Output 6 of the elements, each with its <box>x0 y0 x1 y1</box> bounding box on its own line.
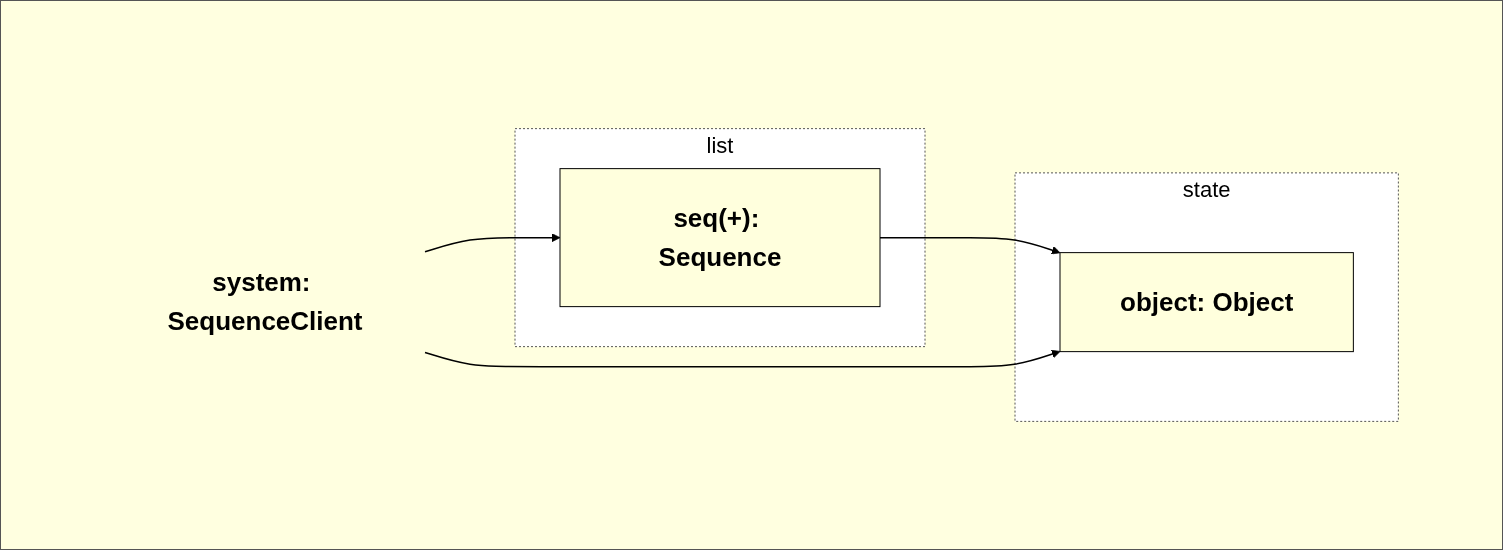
arrow <box>879 236 1061 255</box>
arrow <box>424 233 561 253</box>
node-text: system: SequenceClient <box>167 267 363 337</box>
node-box: seq(+): Sequence <box>559 168 881 308</box>
node-box: object: Object <box>1059 252 1354 353</box>
arrow <box>424 349 1061 368</box>
